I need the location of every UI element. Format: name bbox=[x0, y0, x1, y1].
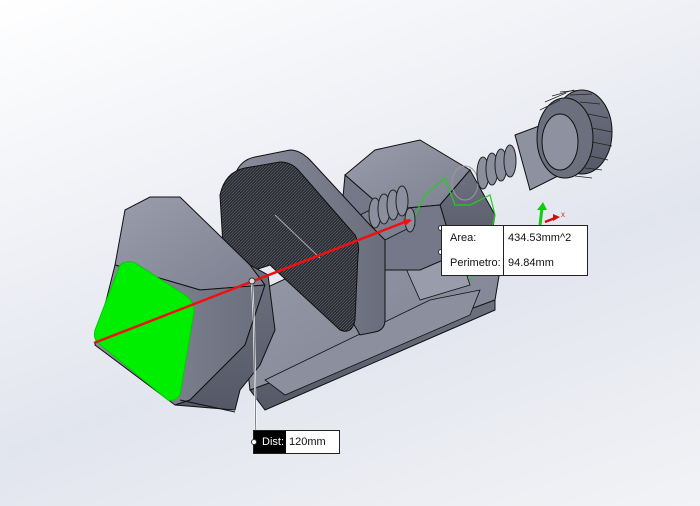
svg-text:+: + bbox=[461, 179, 466, 189]
distance-label: Dist: bbox=[254, 431, 286, 453]
knurled-knob bbox=[536, 89, 613, 179]
distance-value: 120mm bbox=[289, 436, 326, 448]
svg-text:x: x bbox=[561, 210, 565, 219]
orientation-triad: x bbox=[537, 202, 565, 226]
distance-callout[interactable]: Dist: 120mm bbox=[253, 430, 340, 454]
perimeter-value: 94.84mm bbox=[508, 256, 554, 269]
area-label: Area: bbox=[442, 226, 504, 251]
area-perimeter-callout[interactable]: Area: 434.53mm^2 Perimetro: 94.84mm bbox=[441, 225, 588, 276]
perimeter-label: Perimetro: bbox=[442, 250, 504, 275]
area-value: 434.53mm^2 bbox=[508, 232, 572, 245]
distance-callout-handle[interactable] bbox=[251, 439, 257, 445]
movable-jaw bbox=[219, 149, 386, 336]
selected-face[interactable] bbox=[93, 261, 195, 401]
